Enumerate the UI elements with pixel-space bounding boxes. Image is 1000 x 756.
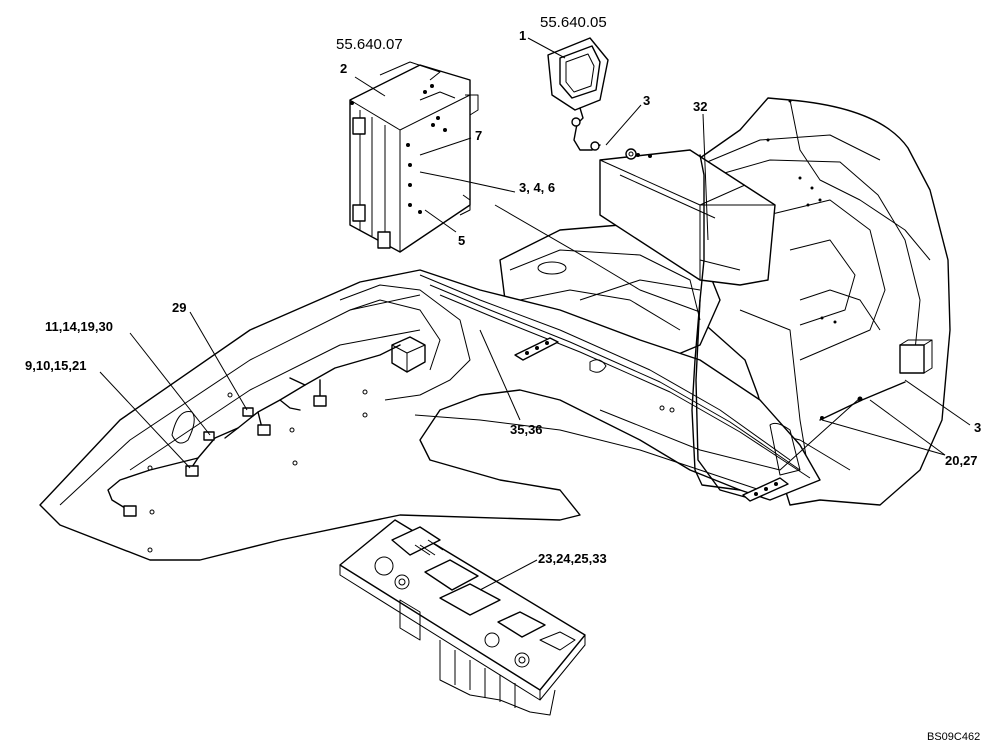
labels: 55.640.05 55.640.07 1 2 3 32 7 3, 4, 6 5… (25, 14, 981, 743)
callout-35-36: 35,36 (510, 422, 543, 437)
callout-29: 29 (172, 300, 186, 315)
callout-7: 7 (475, 128, 482, 143)
ref-control-box: 55.640.07 (336, 36, 403, 53)
callout-5: 5 (458, 233, 465, 248)
control-box (349, 61, 479, 253)
drawing-code: BS09C462 (927, 731, 980, 743)
monitor (547, 37, 637, 160)
callout-3-right: 3 (974, 420, 981, 435)
fender-platform (39, 269, 821, 561)
ref-monitor: 55.640.05 (540, 14, 607, 31)
switch-panel (339, 519, 586, 716)
leader-lines (99, 37, 971, 591)
callout-11-14-19-30: 11,14,19,30 (45, 319, 113, 334)
callout-32: 32 (693, 99, 707, 114)
callout-20-27: 20,27 (945, 453, 978, 468)
callout-9-10-15-21: 9,10,15,21 (25, 358, 86, 373)
callout-3-top: 3 (643, 93, 650, 108)
callout-3-4-6: 3, 4, 6 (519, 180, 555, 195)
wiring-harness (107, 154, 933, 517)
callout-23-24-25-33: 23,24,25,33 (538, 551, 607, 566)
callout-2: 2 (340, 61, 347, 76)
callout-1: 1 (519, 28, 526, 43)
